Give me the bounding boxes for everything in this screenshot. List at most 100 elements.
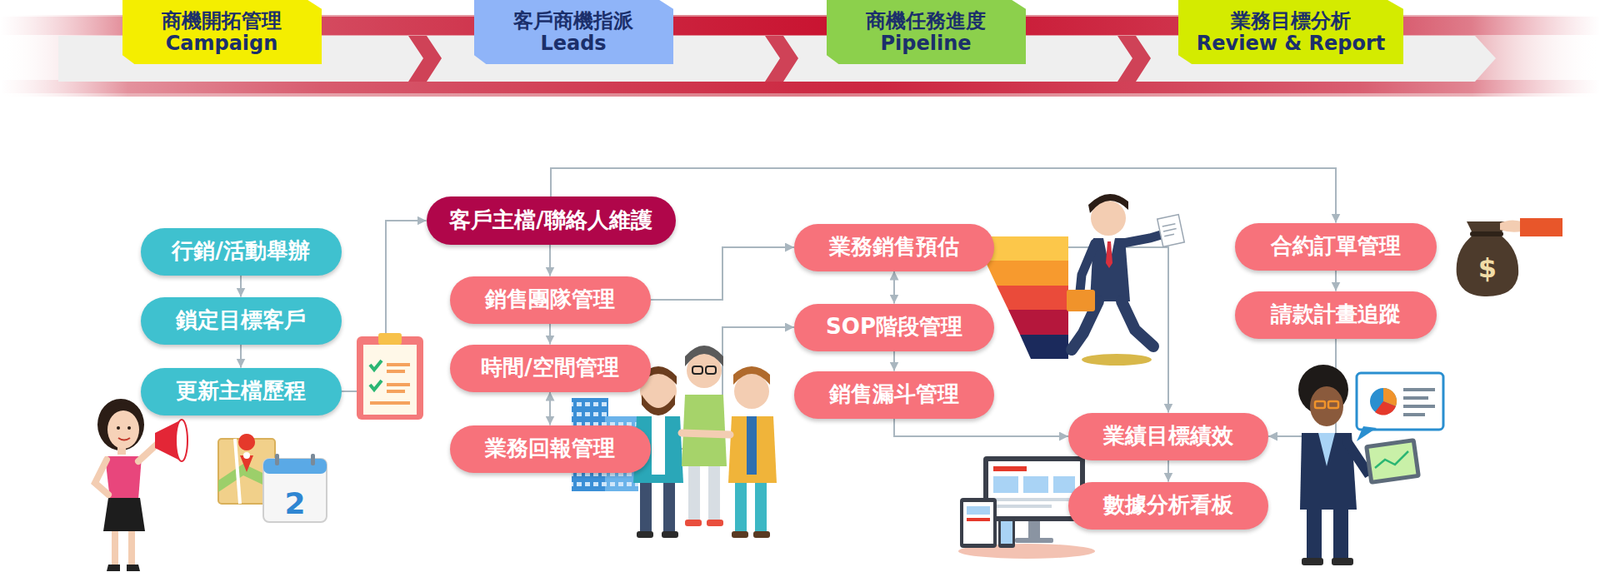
presenter-man xyxy=(1333,510,1349,562)
presenter-man xyxy=(1403,388,1435,392)
three-men xyxy=(706,520,724,527)
three-men xyxy=(733,366,770,385)
flow-connector xyxy=(893,271,895,305)
clipboard-icon xyxy=(386,363,410,367)
process-label: 業務銷售預估 xyxy=(829,235,960,260)
presenter-man xyxy=(1403,413,1425,417)
stage-title: 商機開拓管理 xyxy=(161,10,282,33)
running-businessman xyxy=(1157,215,1185,248)
process-label: 業績目標績效 xyxy=(1103,424,1234,449)
devices xyxy=(993,498,1075,502)
three-men xyxy=(728,416,777,484)
calendar-icon xyxy=(263,454,327,523)
stage-subtitle: Leads xyxy=(540,32,606,55)
process-label: 行銷/活動舉辦 xyxy=(171,239,310,264)
devices xyxy=(1023,476,1049,494)
process-label: 更新主檔歷程 xyxy=(175,379,306,404)
process-pill: 數據分析看板 xyxy=(1068,482,1269,530)
three-men xyxy=(746,416,757,475)
money-bag xyxy=(1470,231,1504,237)
woman-figure xyxy=(127,426,131,430)
process-label: 客戶主檔/聯絡人維護 xyxy=(449,208,653,233)
devices xyxy=(988,461,1080,517)
process-pill: 鎖定目標客戶 xyxy=(140,297,342,345)
process-pill: 業績目標績效 xyxy=(1068,413,1269,461)
flow-connector xyxy=(550,245,551,277)
process-label: SOP階段管理 xyxy=(825,315,963,340)
woman-figure xyxy=(111,531,119,567)
process-label: 請款計畫追蹤 xyxy=(1270,302,1401,327)
process-pill: 業務銷售預估 xyxy=(794,224,995,272)
process-label: 銷售漏斗管理 xyxy=(829,382,960,407)
sales-funnel xyxy=(985,260,1069,286)
calendar-icon xyxy=(263,459,327,475)
presenter-man xyxy=(1315,401,1325,409)
tab-shape xyxy=(826,0,1026,65)
running-businessman xyxy=(1066,290,1095,312)
three-men xyxy=(640,483,652,534)
running-businessman xyxy=(1080,243,1095,292)
three-men xyxy=(681,433,730,435)
woman-figure xyxy=(107,410,140,450)
clipboard-icon xyxy=(386,370,405,374)
process-pill: 銷售團隊管理 xyxy=(450,276,651,325)
devices xyxy=(1015,538,1054,544)
money-bag xyxy=(1456,235,1520,297)
woman-figure xyxy=(116,426,120,430)
money-symbol: $ xyxy=(1478,252,1497,285)
devices xyxy=(966,506,990,515)
stage-tab: 客戶商機指派Leads xyxy=(474,0,674,65)
presenter-man xyxy=(1328,401,1339,409)
clipboard-icon xyxy=(386,390,405,394)
process-pill: SOP階段管理 xyxy=(794,304,995,352)
stage-subtitle: Campaign xyxy=(165,32,279,55)
three-men xyxy=(636,531,654,539)
woman-figure xyxy=(128,531,135,567)
tab-shape xyxy=(1178,0,1404,65)
process-label: 數據分析看板 xyxy=(1103,493,1234,518)
stage-subtitle: Pipeline xyxy=(880,32,971,55)
presenter-man xyxy=(1331,558,1354,566)
tab-shape xyxy=(474,0,674,65)
presenter-man xyxy=(1306,510,1322,562)
banner-band xyxy=(0,80,1600,94)
stage-title: 客戶商機指派 xyxy=(513,10,634,33)
stage-tab: 商機開拓管理Campaign xyxy=(122,0,322,65)
flow-connector xyxy=(1335,270,1337,292)
clipboard-icon xyxy=(363,345,417,415)
clipboard-icon xyxy=(370,360,382,370)
presenter-man xyxy=(1318,433,1335,467)
three-men xyxy=(633,345,777,539)
clipboard-icon xyxy=(378,333,402,345)
calendar-icon xyxy=(275,454,280,466)
running-businessman xyxy=(1088,194,1129,214)
woman-figure xyxy=(175,420,188,462)
chevron xyxy=(1117,35,1151,82)
flow-connector xyxy=(893,351,895,372)
process-pill: 銷售漏斗管理 xyxy=(794,371,995,420)
devices xyxy=(998,518,1015,549)
chevron xyxy=(765,35,799,82)
three-men xyxy=(685,345,724,367)
presenter-man xyxy=(1356,373,1444,430)
three-men xyxy=(753,531,770,539)
three-men xyxy=(641,395,675,416)
devices xyxy=(963,502,994,545)
process-label: 時間/空間管理 xyxy=(480,355,620,380)
running-businessman xyxy=(1121,301,1154,347)
stage-title: 商機任務進度 xyxy=(865,10,986,33)
chevron xyxy=(408,35,442,82)
stage-subtitle: Review & Report xyxy=(1196,32,1385,55)
process-pill: 客戶主檔/聯絡人維護 xyxy=(426,196,676,245)
three-men xyxy=(685,520,702,527)
flow-connector xyxy=(1167,460,1170,483)
devices xyxy=(993,466,1027,472)
stage-tab: 業務目標分析Review & Report xyxy=(1178,0,1404,65)
flow-connector xyxy=(240,275,242,298)
clipboard-icon xyxy=(370,401,410,405)
three-men xyxy=(755,483,767,534)
money-bag xyxy=(1500,220,1522,232)
presenter-man xyxy=(1310,386,1344,427)
presenter-man xyxy=(1403,405,1435,409)
money-bag xyxy=(1456,218,1563,297)
